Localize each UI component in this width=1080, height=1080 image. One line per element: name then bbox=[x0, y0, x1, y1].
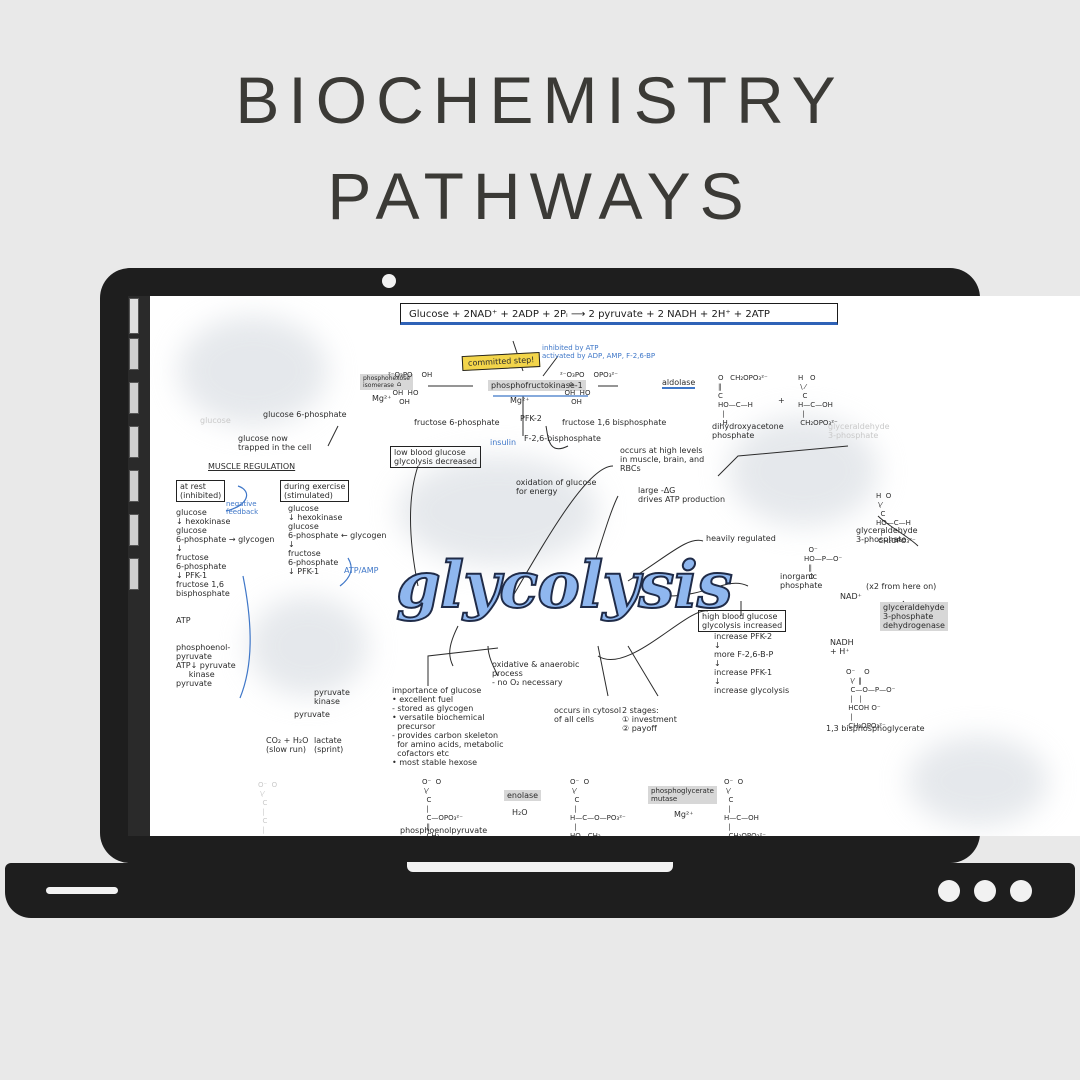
importance-note: importance of glucose • excellent fuel -… bbox=[392, 686, 504, 767]
dhap-label: dihydroxyacetone phosphate bbox=[712, 422, 784, 440]
co2-label: CO₂ + H₂O (slow run) bbox=[266, 736, 309, 754]
bpg-label: 1,3 bisphosphoglycerate bbox=[826, 724, 925, 733]
page-thumbnail[interactable] bbox=[129, 426, 139, 458]
faded-region bbox=[728, 416, 878, 526]
faded-region bbox=[908, 736, 1048, 826]
cytosol-note: occurs in cytosol of all cells bbox=[554, 706, 622, 724]
regulation-note: inhibited by ATP activated by ADP, AMP, … bbox=[542, 344, 656, 360]
exercise-pathway: glucose ↓ hexokinase glucose 6-phosphate… bbox=[288, 504, 387, 576]
aldolase-label: aldolase bbox=[662, 378, 696, 389]
faded-region bbox=[248, 596, 368, 696]
page-thumbnail[interactable] bbox=[129, 558, 139, 590]
mg-label: Mg²⁺ bbox=[372, 394, 392, 403]
nad-label: NAD⁺ bbox=[840, 592, 862, 601]
mg-label-2: Mg²⁺ bbox=[510, 396, 530, 405]
title-line-1: BIOCHEMISTRY bbox=[235, 63, 845, 137]
inorganic-phosphate-label: inorganic phosphate bbox=[780, 572, 823, 590]
page-thumbnail[interactable] bbox=[129, 382, 139, 414]
mg-label-3: Mg²⁺ bbox=[674, 810, 694, 819]
overall-equation: Glucose + 2NAD⁺ + 2ADP + 2Pᵢ ⟶ 2 pyruvat… bbox=[400, 303, 838, 325]
insulin-label: insulin bbox=[490, 438, 517, 447]
large-dg-note: large -ΔG drives ATP production bbox=[638, 486, 726, 504]
at-rest-box: at rest (inhibited) bbox=[176, 480, 226, 502]
indicator-dot bbox=[1010, 880, 1032, 902]
h2o-label: H₂O bbox=[512, 808, 528, 817]
enolase-enzyme: enolase bbox=[504, 790, 542, 801]
trackpad-bar bbox=[46, 887, 118, 894]
g3p-label: glyceraldehyde 3-phosphate bbox=[856, 526, 918, 544]
pfk1-enzyme: phosphofructokinase-1 bbox=[488, 380, 586, 391]
f16bp-label: fructose 1,6 bisphosphate bbox=[562, 418, 667, 427]
negative-feedback-note: negative feedback bbox=[226, 500, 259, 516]
page-thumbnail[interactable] bbox=[129, 470, 139, 502]
page-thumbnail[interactable] bbox=[129, 514, 139, 546]
faded-region bbox=[178, 316, 328, 426]
laptop-notch bbox=[407, 862, 673, 872]
anaerobic-note: oxidative & anaerobic process - no O₂ ne… bbox=[492, 660, 580, 687]
occurs-note: occurs at high levels in muscle, brain, … bbox=[620, 446, 705, 473]
isomerase-label: phosphohexose isomerase bbox=[360, 374, 413, 390]
pyruvate-label: pyruvate bbox=[294, 710, 330, 719]
trapped-note: glucose now trapped in the cell bbox=[238, 434, 312, 452]
pfk2-label: PFK-2 bbox=[520, 414, 542, 423]
x2-note: (x2 from here on) bbox=[866, 582, 937, 591]
oxidation-note: oxidation of glucose for energy bbox=[516, 478, 597, 496]
laptop-base bbox=[5, 863, 1075, 918]
page-thumbnail[interactable] bbox=[129, 298, 139, 334]
laptop-screen: Glucose + 2NAD⁺ + 2ADP + 2Pᵢ ⟶ 2 pyruvat… bbox=[128, 296, 1080, 836]
pgm-enzyme: phosphoglycerate mutase bbox=[648, 786, 717, 804]
glycolysis-title: glycolysis bbox=[395, 547, 734, 624]
f26bp-label: F-2,6-bisphosphate bbox=[524, 434, 601, 443]
page-thumbnail[interactable] bbox=[129, 338, 139, 370]
pyruvate-kinase-label: pyruvate kinase bbox=[314, 688, 350, 706]
g3pdh-enzyme: glyceraldehyde 3-phosphate dehydrogenase bbox=[880, 602, 948, 631]
low-glucose-box: low blood glucose glycolysis decreased bbox=[390, 446, 481, 468]
nadh-label: NADH + H⁺ bbox=[830, 638, 854, 656]
g3p-faded-label: glyceraldehyde 3-phosphate bbox=[828, 422, 890, 440]
stages-note: 2 stages: ① investment ② payoff bbox=[622, 706, 677, 733]
atp-amp-label: ATP/AMP bbox=[344, 566, 379, 575]
rest-pathway: glucose ↓ hexokinase glucose 6-phosphate… bbox=[176, 508, 275, 688]
lactate-label: lactate (sprint) bbox=[314, 736, 344, 754]
muscle-regulation-title: MUSCLE REGULATION bbox=[208, 462, 296, 471]
pep-label: phosphoenolpyruvate bbox=[400, 826, 488, 835]
high-glucose-chain: increase PFK-2 ↓ more F-2,6-B-P ↓ increa… bbox=[714, 632, 790, 695]
connector-lines bbox=[225, 340, 919, 699]
high-glucose-box: high blood glucose glycolysis increased bbox=[698, 610, 787, 632]
f6p-label: fructose 6-phosphate bbox=[414, 418, 500, 427]
title-line-2: PATHWAYS bbox=[327, 159, 753, 233]
webcam-icon bbox=[382, 274, 396, 288]
g6p-label: glucose 6-phosphate bbox=[263, 410, 347, 419]
glucose-label: glucose bbox=[200, 416, 231, 425]
indicator-dot bbox=[938, 880, 960, 902]
heavily-regulated-note: heavily regulated bbox=[706, 534, 776, 543]
page-thumbnail-sidebar[interactable] bbox=[128, 296, 150, 836]
exercise-box: during exercise (stimulated) bbox=[280, 480, 350, 502]
indicator-dot bbox=[974, 880, 996, 902]
